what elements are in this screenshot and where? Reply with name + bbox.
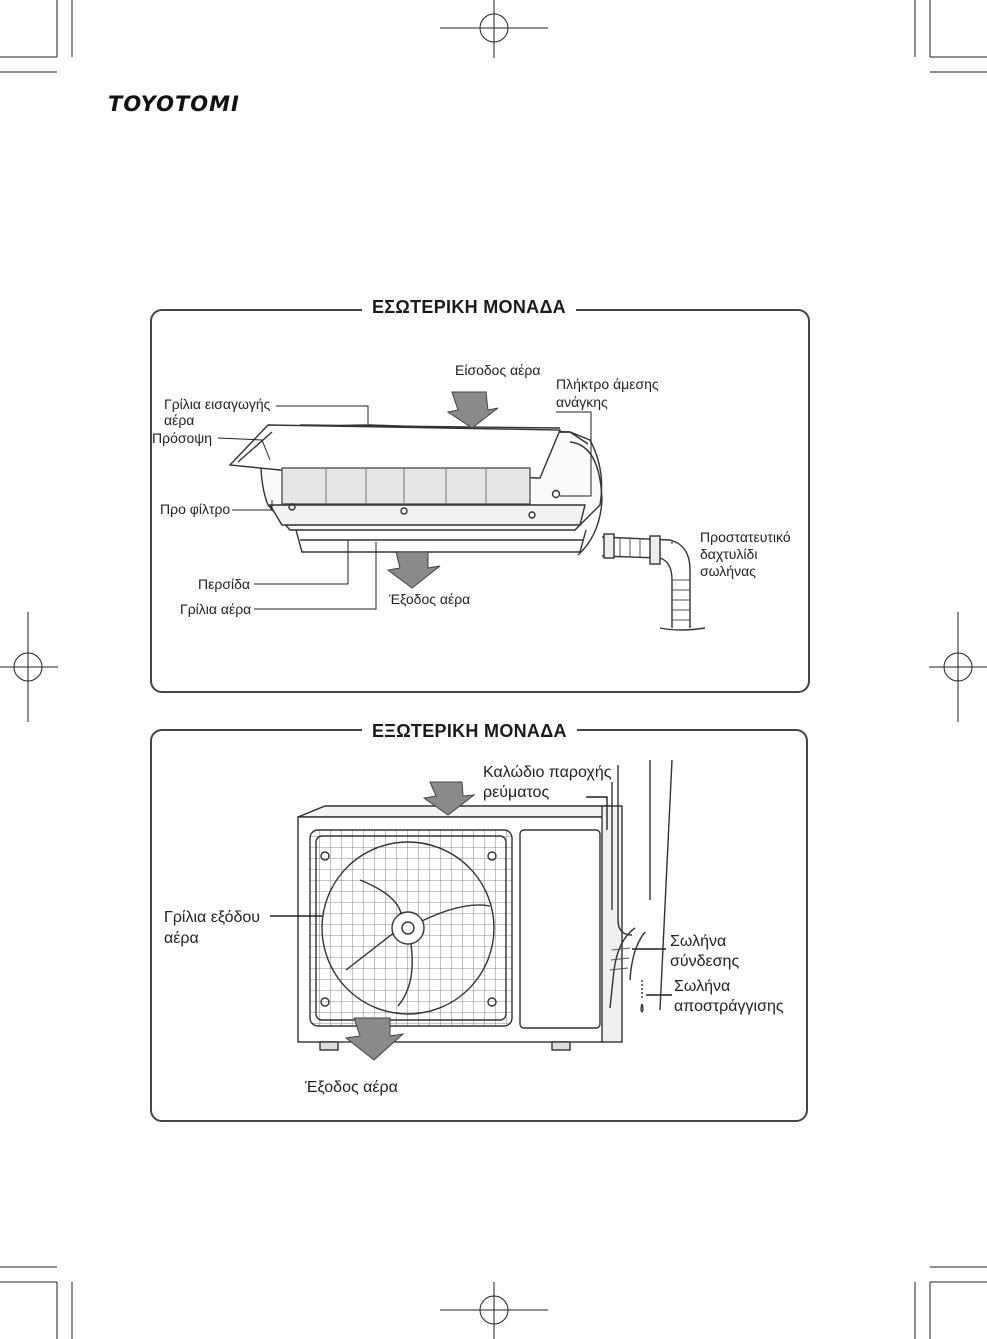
front-panel-label: Πρόσοψη	[152, 430, 212, 447]
power-cable-label: Καλώδιο παροχής	[483, 763, 611, 782]
inlet-grille-label: Γρίλια εισαγωγής	[164, 396, 270, 413]
air-grille-label: Γρίλια αέρα	[180, 601, 251, 618]
protective-ring-label-2: δαχτυλίδι	[700, 546, 757, 563]
air-inlet-label: Είσοδος αέρα	[455, 362, 540, 379]
air-outlet-label: Έξοδος αέρα	[389, 591, 470, 608]
inlet-grille-label-2: αέρα	[164, 412, 194, 429]
prefilter-label: Προ φίλτρο	[160, 501, 230, 518]
outdoor-panel-title: ΕΞΩΤΕΡΙΚΗ ΜΟΝΑΔΑ	[362, 721, 577, 742]
outlet-grille-label-2: αέρα	[164, 929, 199, 948]
outlet-grille-label: Γρίλια εξόδου	[164, 908, 260, 927]
brand-logo: TOYOTOMI	[108, 92, 240, 116]
power-cable-label-2: ρεύματος	[483, 783, 549, 802]
drain-pipe-label-2: αποστράγγισης	[674, 997, 784, 1016]
protective-ring-label-3: σωλήνας	[700, 563, 756, 580]
emergency-button-label-2: ανάγκης	[556, 394, 608, 411]
louver-label: Περσίδα	[198, 576, 250, 593]
indoor-panel-title: ΕΣΩΤΕΡΙΚΗ ΜΟΝΑΔΑ	[362, 297, 576, 318]
connect-pipe-label-2: σύνδεσης	[670, 952, 739, 971]
connect-pipe-label: Σωλήνα	[670, 932, 726, 951]
protective-ring-label: Προστατευτικό	[700, 529, 791, 546]
drain-pipe-label: Σωλήνα	[674, 977, 730, 996]
outdoor-air-outlet-label: Έξοδος αέρα	[305, 1078, 398, 1097]
emergency-button-label: Πλήκτρο άμεσης	[556, 376, 659, 393]
